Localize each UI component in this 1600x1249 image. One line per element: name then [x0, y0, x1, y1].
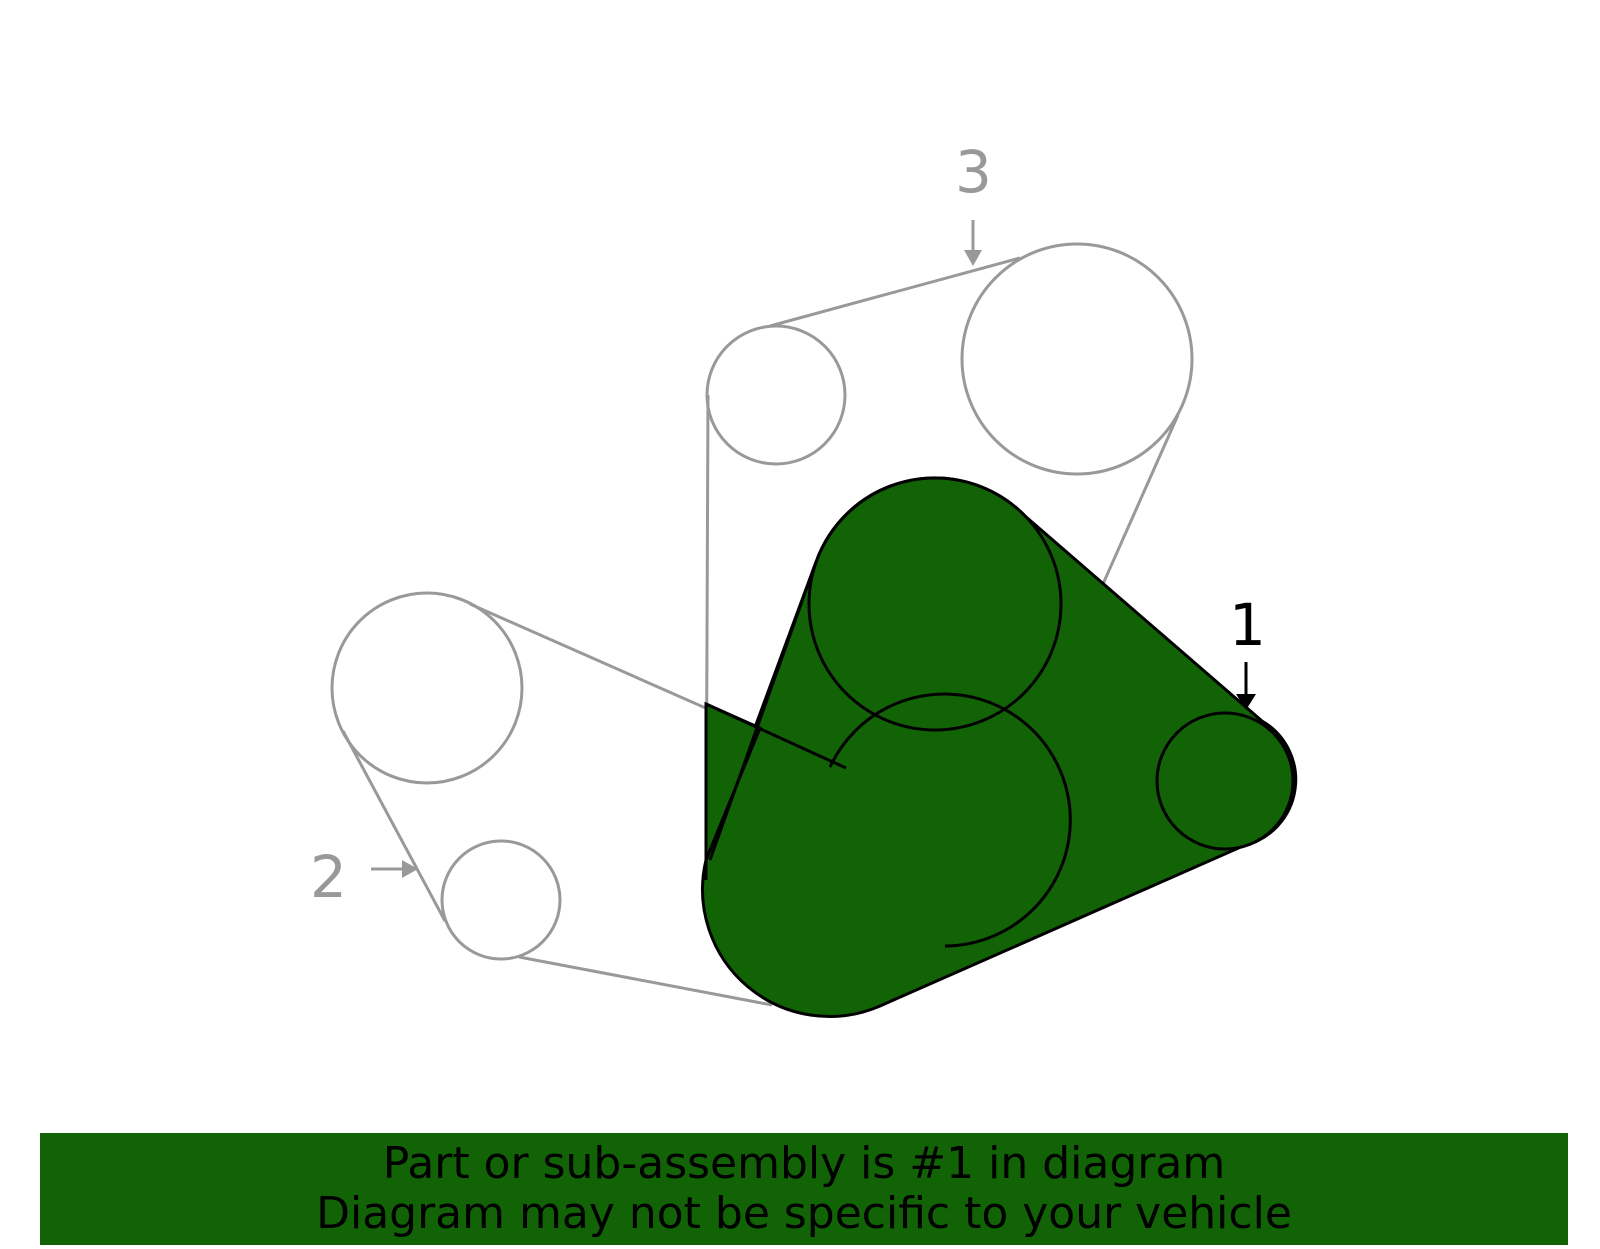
banner-line-disclaimer: Diagram may not be specific to your vehi…	[316, 1188, 1292, 1239]
callout-number-1: 1	[1229, 591, 1266, 659]
pulley-right-small	[1155, 711, 1295, 851]
pulley-left-large	[330, 591, 524, 785]
pulley-crank-arc	[828, 692, 1072, 948]
banner-line-part: Part or sub-assembly is #1 in diagram	[382, 1138, 1226, 1189]
pulley-top-large	[960, 242, 1194, 476]
callout-number-3: 3	[955, 138, 992, 206]
arrow-2-icon	[371, 860, 418, 878]
belt-1-highlighted	[701, 476, 1298, 1018]
belt-3-right-span	[1101, 414, 1180, 585]
belt-2-left-span	[341, 730, 447, 922]
belt-2-bottom-span	[518, 955, 773, 1007]
pulley-top-small	[705, 324, 847, 466]
belt-diagram	[330, 220, 1298, 1018]
belt-1-inner-left-span	[708, 561, 818, 861]
callout-number-2: 2	[310, 843, 347, 911]
arrow-3-icon	[964, 220, 982, 266]
pulley-center-upper	[807, 476, 1063, 732]
belt-1-crossing-span	[705, 702, 847, 770]
pulley-left-small	[440, 839, 562, 961]
info-banner: Part or sub-assembly is #1 in diagram Di…	[40, 1133, 1568, 1245]
arrow-1-icon	[1236, 662, 1256, 710]
belt-3-top-span	[769, 256, 1021, 328]
